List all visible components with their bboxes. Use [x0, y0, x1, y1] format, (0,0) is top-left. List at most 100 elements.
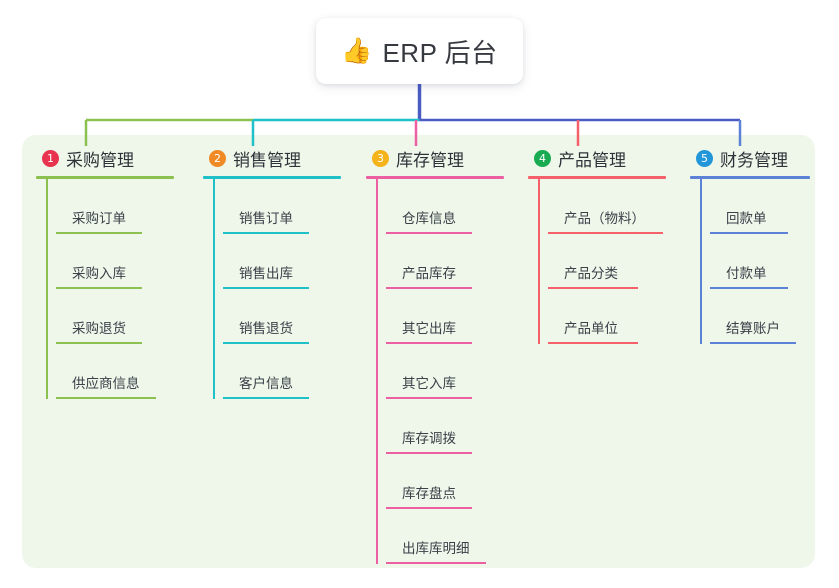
leaf-label: 库存调拨 — [402, 431, 456, 446]
leaf-node[interactable]: 付款单 — [710, 234, 820, 289]
leaf-label: 供应商信息 — [72, 376, 140, 391]
leaf-underline — [386, 232, 472, 234]
branch-header-5[interactable]: 5 财务管理 — [690, 146, 820, 170]
branch-underline — [36, 176, 174, 179]
branch-title: 销售管理 — [233, 150, 301, 170]
leaf-node[interactable]: 回款单 — [710, 179, 820, 234]
leaf-underline — [56, 287, 142, 289]
branch-title: 财务管理 — [720, 150, 788, 170]
branch-underline — [690, 176, 810, 179]
branch-column-2: 2 销售管理销售订单销售出库销售退货客户信息 — [203, 146, 351, 399]
branch-number-badge: 4 — [534, 149, 551, 167]
root-node[interactable]: 👍 ERP 后台 — [316, 18, 523, 84]
leaf-label: 产品分类 — [564, 266, 618, 281]
diagram-background-panel — [22, 135, 815, 568]
leaf-node[interactable]: 产品单位 — [548, 289, 676, 344]
branch-spine — [700, 179, 702, 344]
leaf-underline — [386, 507, 472, 509]
branch-column-1: 1 采购管理采购订单采购入库采购退货供应商信息 — [36, 146, 184, 399]
leaf-underline — [548, 342, 638, 344]
leaf-label: 仓库信息 — [402, 211, 456, 226]
leaf-underline — [386, 452, 472, 454]
branch-title: 库存管理 — [396, 150, 464, 170]
branch-spine — [376, 179, 378, 564]
leaf-label: 出库库明细 — [402, 541, 470, 556]
leaf-label: 其它出库 — [402, 321, 456, 336]
leaf-node[interactable]: 仓库信息 — [386, 179, 514, 234]
leaf-underline — [223, 397, 309, 399]
leaf-underline — [223, 342, 309, 344]
branch-header-2[interactable]: 2 销售管理 — [203, 146, 351, 170]
leaf-label: 销售出库 — [239, 266, 293, 281]
leaf-underline — [386, 342, 472, 344]
branch-title: 采购管理 — [66, 150, 134, 170]
leaf-underline — [386, 287, 472, 289]
leaf-label: 回款单 — [726, 211, 767, 226]
leaf-label: 销售订单 — [239, 211, 293, 226]
leaf-node[interactable]: 出库库明细 — [386, 509, 514, 564]
branch-column-4: 4 产品管理产品（物料） 产品分类产品单位 — [528, 146, 676, 344]
leaf-underline — [56, 232, 142, 234]
branch-number-badge: 1 — [42, 149, 59, 167]
branch-column-3: 3 库存管理仓库信息产品库存其它出库其它入库库存调拨库存盘点出库库明细 — [366, 146, 514, 564]
leaf-label: 采购订单 — [72, 211, 126, 226]
branch-header-3[interactable]: 3 库存管理 — [366, 146, 514, 170]
leaf-node[interactable]: 采购退货 — [56, 289, 184, 344]
leaf-node[interactable]: 采购入库 — [56, 234, 184, 289]
leaf-label: 销售退货 — [239, 321, 293, 336]
branch-header-1[interactable]: 1 采购管理 — [36, 146, 184, 170]
leaf-underline — [56, 397, 156, 399]
branch-items: 仓库信息产品库存其它出库其它入库库存调拨库存盘点出库库明细 — [366, 179, 514, 564]
leaf-underline — [710, 342, 796, 344]
leaf-node[interactable]: 库存调拨 — [386, 399, 514, 454]
leaf-node[interactable]: 其它入库 — [386, 344, 514, 399]
leaf-node[interactable]: 其它出库 — [386, 289, 514, 344]
leaf-underline — [56, 342, 142, 344]
leaf-underline — [386, 562, 486, 564]
branch-spine — [46, 179, 48, 399]
leaf-label: 产品单位 — [564, 321, 618, 336]
leaf-underline — [386, 397, 472, 399]
leaf-node[interactable]: 采购订单 — [56, 179, 184, 234]
leaf-node[interactable]: 库存盘点 — [386, 454, 514, 509]
leaf-label: 产品库存 — [402, 266, 456, 281]
branch-underline — [366, 176, 504, 179]
leaf-label: 采购退货 — [72, 321, 126, 336]
leaf-underline — [548, 232, 663, 234]
branch-number-badge: 5 — [696, 149, 713, 167]
leaf-label: 其它入库 — [402, 376, 456, 391]
branch-number-badge: 2 — [209, 149, 226, 167]
leaf-label: 客户信息 — [239, 376, 293, 391]
leaf-underline — [223, 232, 309, 234]
leaf-node[interactable]: 销售退货 — [223, 289, 351, 344]
leaf-node[interactable]: 供应商信息 — [56, 344, 184, 399]
leaf-underline — [710, 232, 788, 234]
leaf-underline — [710, 287, 788, 289]
leaf-underline — [223, 287, 309, 289]
leaf-underline — [548, 287, 638, 289]
leaf-label: 产品（物料） — [564, 211, 645, 226]
leaf-node[interactable]: 结算账户 — [710, 289, 820, 344]
branch-underline — [203, 176, 341, 179]
branch-number-badge: 3 — [372, 149, 389, 167]
branch-spine — [538, 179, 540, 344]
branch-title: 产品管理 — [558, 150, 626, 170]
leaf-node[interactable]: 销售订单 — [223, 179, 351, 234]
branch-spine — [213, 179, 215, 399]
leaf-label: 结算账户 — [726, 321, 780, 336]
leaf-node[interactable]: 产品分类 — [548, 234, 676, 289]
branch-column-5: 5 财务管理回款单付款单结算账户 — [690, 146, 820, 344]
leaf-label: 采购入库 — [72, 266, 126, 281]
leaf-node[interactable]: 产品（物料） — [548, 179, 676, 234]
thumbs-up-icon: 👍 — [341, 36, 373, 65]
leaf-node[interactable]: 产品库存 — [386, 234, 514, 289]
branch-items: 回款单付款单结算账户 — [690, 179, 820, 344]
branch-items: 采购订单采购入库采购退货供应商信息 — [36, 179, 184, 399]
branch-items: 产品（物料） 产品分类产品单位 — [528, 179, 676, 344]
branch-items: 销售订单销售出库销售退货客户信息 — [203, 179, 351, 399]
branch-header-4[interactable]: 4 产品管理 — [528, 146, 676, 170]
leaf-node[interactable]: 客户信息 — [223, 344, 351, 399]
root-node-title: ERP 后台 — [382, 37, 498, 68]
leaf-node[interactable]: 销售出库 — [223, 234, 351, 289]
